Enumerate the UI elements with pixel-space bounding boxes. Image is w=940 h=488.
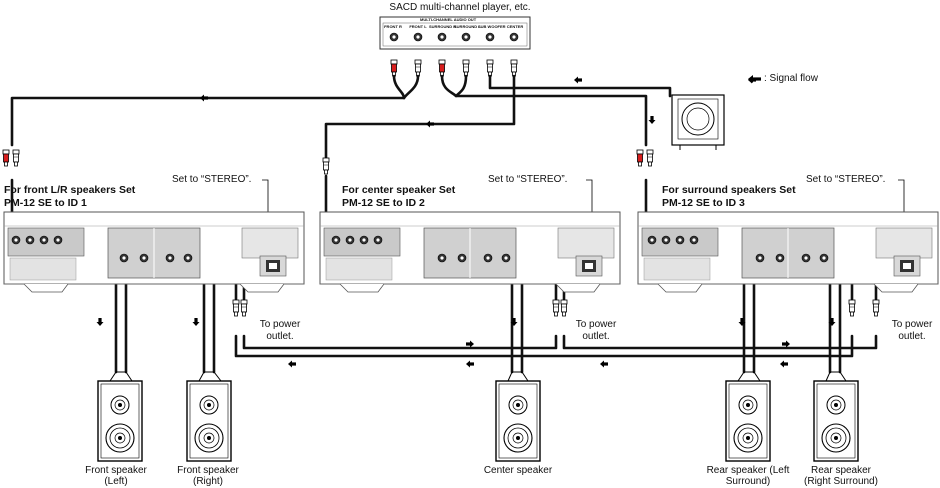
speaker-rear-left-line2: Surround) xyxy=(725,476,771,487)
jack-label-surround-r: SURROUND R xyxy=(429,24,457,29)
amp3-power-line2: outlet. xyxy=(898,331,926,342)
amp1-power-line2: outlet. xyxy=(266,331,294,342)
amp2-stereo-note: Set to “STEREO”. xyxy=(488,174,568,185)
speaker-rear-left-line1: Rear speaker (Left xyxy=(706,465,790,476)
speaker-front-left-line1: Front speaker xyxy=(85,465,147,476)
jack-label-subwoofer: SUB WOOFER xyxy=(478,24,506,29)
amp2-heading-line2: PM-12 SE to ID 2 xyxy=(342,197,425,209)
amp2-power-line1: To power xyxy=(575,319,617,330)
speaker-center-line1: Center speaker xyxy=(483,465,553,476)
amp1-power-line1: To power xyxy=(259,319,301,330)
amp1-stereo-note: Set to “STEREO”. xyxy=(172,174,252,185)
speaker-rear-right-line2: (Right Surround) xyxy=(804,476,878,487)
amplifier-2 xyxy=(319,211,621,293)
jack-label-front-l: FRONT L xyxy=(409,24,427,29)
amp3-heading-line2: PM-12 SE to ID 3 xyxy=(662,197,745,209)
speaker-rear-right-line1: Rear speaker xyxy=(810,465,872,476)
amplifier-1 xyxy=(3,211,305,293)
signal-flow-arrow-icon xyxy=(748,75,761,83)
amplifier-3 xyxy=(637,211,939,293)
amp3-heading-line1: For surround speakers Set xyxy=(662,184,796,196)
source-title: SACD multi-channel player, etc. xyxy=(389,2,531,13)
amp1-heading-line2: PM-12 SE to ID 1 xyxy=(4,197,87,209)
amp2-heading-line1: For center speaker Set xyxy=(342,184,456,196)
speaker-center xyxy=(495,380,541,462)
source-player xyxy=(379,16,531,77)
speaker-rear-right xyxy=(813,380,859,462)
speaker-front-right xyxy=(186,380,232,462)
jack-label-center: CENTER xyxy=(506,24,524,29)
speaker-front-left xyxy=(97,380,143,462)
legend-label: : Signal flow xyxy=(764,73,818,84)
amp3-power-line1: To power xyxy=(891,319,933,330)
jack-label-surround-l: SURROUND L xyxy=(454,24,481,29)
source-panel-label: MULTI-CHANNEL AUDIO OUT xyxy=(420,17,477,22)
speaker-front-right-line1: Front speaker xyxy=(177,465,239,476)
amp2-power-line2: outlet. xyxy=(582,331,610,342)
amp3-stereo-note: Set to “STEREO”. xyxy=(806,174,886,185)
speaker-front-left-line2: (Left) xyxy=(104,476,128,487)
subwoofer xyxy=(671,94,725,150)
jack-label-front-r: FRONT R xyxy=(384,24,402,29)
amp1-heading-line1: For front L/R speakers Set xyxy=(4,184,136,196)
speaker-rear-left xyxy=(725,380,771,462)
speaker-front-right-line2: (Right) xyxy=(192,476,223,487)
